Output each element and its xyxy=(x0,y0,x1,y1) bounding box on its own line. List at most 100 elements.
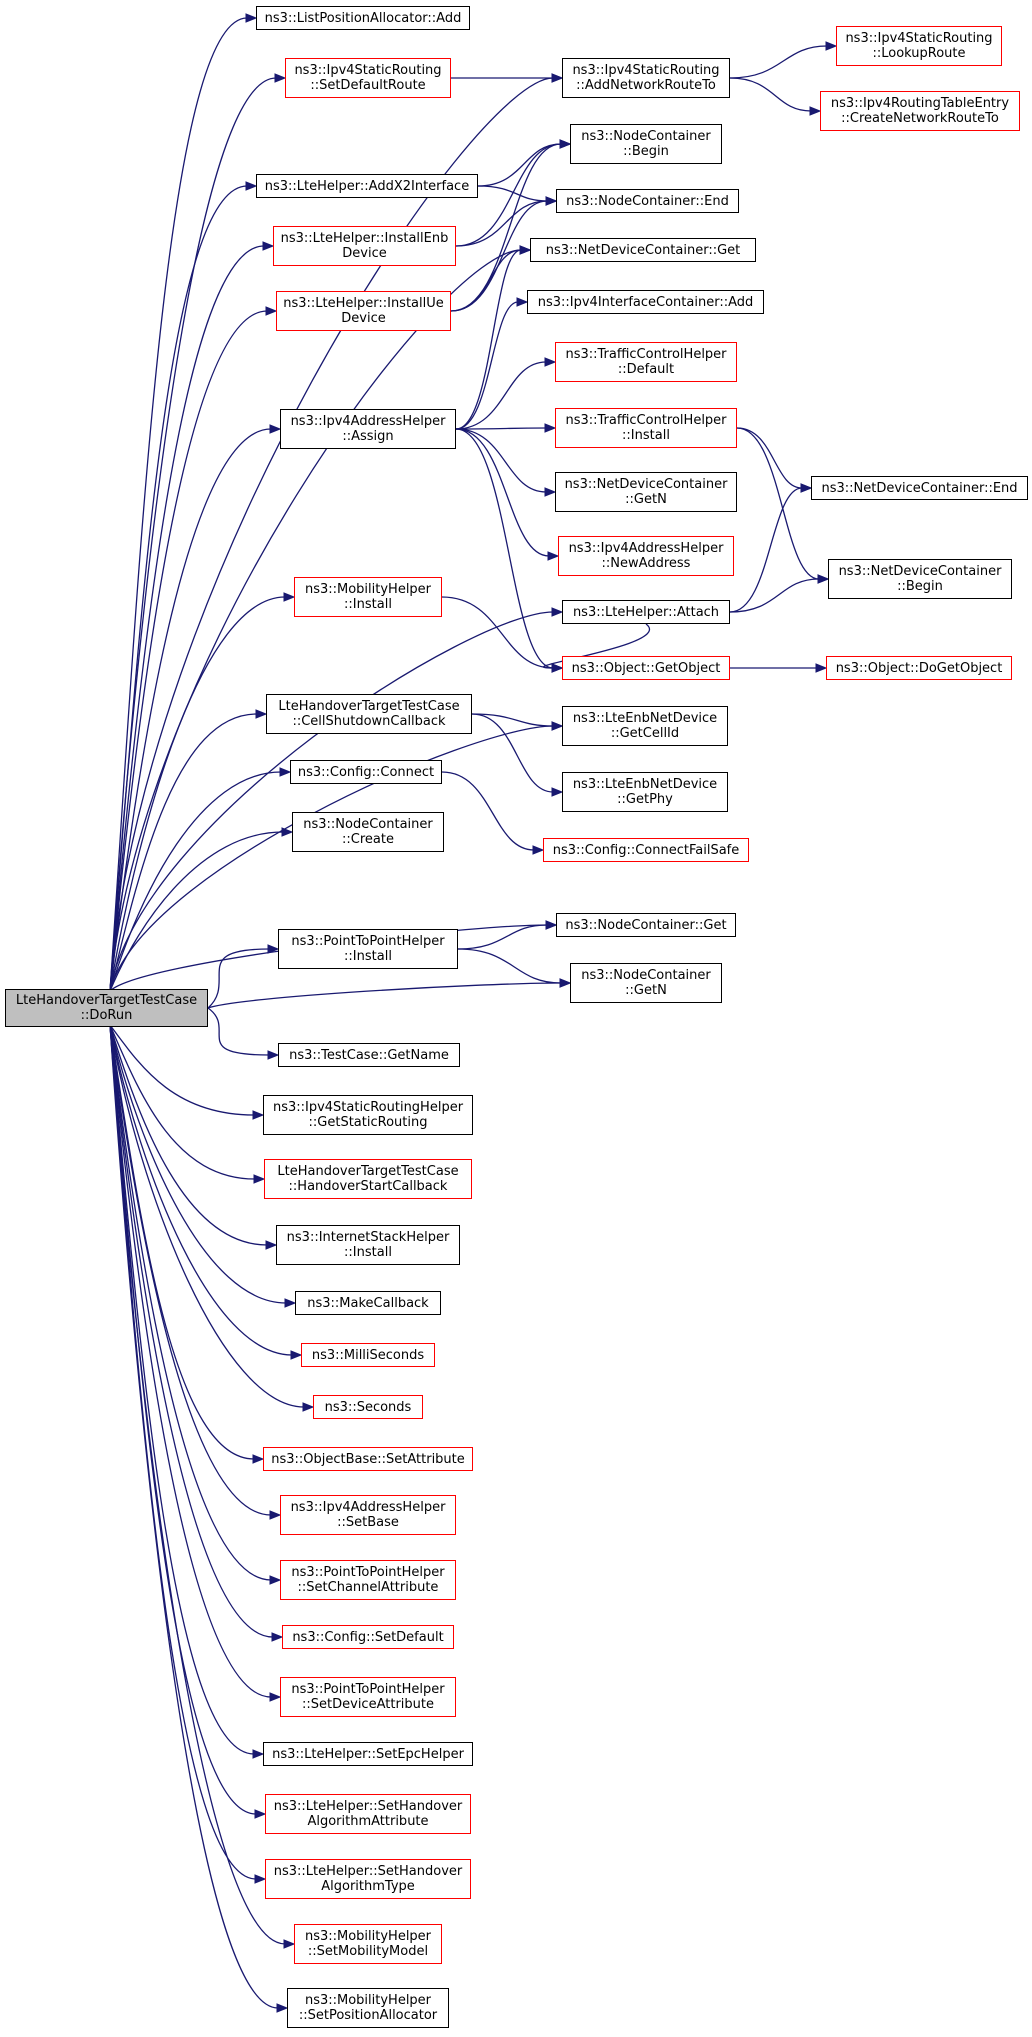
node-label: ns3::MilliSeconds xyxy=(311,1347,425,1363)
edge-root-n07 xyxy=(109,185,248,992)
node-ns3-pointtopointhelper-setchannelattribute[interactable]: ns3::PointToPointHelper::SetChannelAttri… xyxy=(280,1560,456,1600)
node-ns3-objectbase-setattribute[interactable]: ns3::ObjectBase::SetAttribute xyxy=(263,1447,473,1471)
node-ns3-nodecontainer-end[interactable]: ns3::NodeContainer::End xyxy=(556,189,739,213)
node-ns3-ipv4staticrouting-addnetworkrouteto[interactable]: ns3::Ipv4StaticRouting::AddNetworkRouteT… xyxy=(562,58,730,98)
node-label: ns3::NodeContainer xyxy=(581,129,711,144)
node-label: ns3::Ipv4StaticRouting xyxy=(294,63,442,78)
node-label: ::Begin xyxy=(897,579,943,594)
node-ns3-netdevicecontainer-end[interactable]: ns3::NetDeviceContainer::End xyxy=(811,476,1028,500)
node-label: ns3::NodeContainer xyxy=(581,968,711,983)
edge-n20-n22 xyxy=(441,596,554,669)
node-label: ::Default xyxy=(617,362,675,377)
node-ns3-mobilityhelper-setpositionallocator[interactable]: ns3::MobilityHelper::SetPositionAllocato… xyxy=(287,1988,449,2028)
edge-root-n39 xyxy=(109,1024,305,1408)
edge-root-n26 xyxy=(109,771,282,992)
node-label: ::GetPhy xyxy=(617,792,673,807)
node-label: ns3::NetDeviceContainer xyxy=(838,564,1002,579)
node-ns3-testcase-getname[interactable]: ns3::TestCase::GetName xyxy=(278,1043,460,1067)
edge-n09-n06 xyxy=(455,143,562,247)
edge-root-n31 xyxy=(207,948,270,1009)
edge-n24-n25 xyxy=(471,713,554,727)
node-ns3-netdevicecontainer-begin[interactable]: ns3::NetDeviceContainer::Begin xyxy=(828,559,1012,599)
node-label: ns3::NodeContainer::End xyxy=(566,193,729,209)
edge-arrowhead xyxy=(551,721,564,731)
edge-arrowhead xyxy=(274,73,287,83)
node-label: ::HandoverStartCallback xyxy=(288,1179,448,1194)
node-ns3-ipv4staticrouting-setdefaultroute[interactable]: ns3::Ipv4StaticRouting::SetDefaultRoute xyxy=(285,58,451,98)
node-ns3-makecallback[interactable]: ns3::MakeCallback xyxy=(295,1291,441,1315)
edge-arrowhead xyxy=(559,978,572,988)
edge-arrowhead xyxy=(545,920,558,930)
node-ns3-nodecontainer-begin[interactable]: ns3::NodeContainer::Begin xyxy=(570,124,722,164)
node-label: ns3::NetDeviceContainer::Get xyxy=(545,242,741,258)
edge-arrowhead xyxy=(817,574,830,584)
node-ns3-seconds[interactable]: ns3::Seconds xyxy=(313,1395,423,1419)
node-ns3-internetstackhelper-install[interactable]: ns3::InternetStackHelper::Install xyxy=(276,1225,460,1265)
node-ns3-mobilityhelper-setmobilitymodel[interactable]: ns3::MobilityHelper::SetMobilityModel xyxy=(294,1924,442,1964)
node-ns3-object-getobject[interactable]: ns3::Object::GetObject xyxy=(562,656,730,680)
edge-arrowhead xyxy=(276,2003,289,2013)
node-ns3-ipv4staticrouting-lookuproute[interactable]: ns3::Ipv4StaticRouting::LookupRoute xyxy=(836,26,1002,66)
edge-root-n41 xyxy=(109,1024,272,1516)
node-label: ::CreateNetworkRouteTo xyxy=(841,111,999,126)
edge-root-n21 xyxy=(109,611,554,992)
node-ltehandovertargettestcase-handoverstartcallback[interactable]: LteHandoverTargetTestCase::HandoverStart… xyxy=(264,1159,472,1199)
node-ns3-pointtopointhelper-setdeviceattribute[interactable]: ns3::PointToPointHelper::SetDeviceAttrib… xyxy=(280,1677,456,1717)
node-ns3-ipv4interfacecontainer-add[interactable]: ns3::Ipv4InterfaceContainer::Add xyxy=(527,290,764,314)
node-ns3-nodecontainer-create[interactable]: ns3::NodeContainer::Create xyxy=(292,812,444,852)
node-ns3-ipv4addresshelper-assign[interactable]: ns3::Ipv4AddressHelper::Assign xyxy=(280,409,456,449)
node-ns3-ltehelper-attach[interactable]: ns3::LteHelper::Attach xyxy=(562,600,730,624)
edge-arrowhead xyxy=(245,181,258,191)
edge-arrowhead xyxy=(269,424,282,434)
node-ns3-config-connect[interactable]: ns3::Config::Connect xyxy=(290,760,442,784)
node-ns3-ltehelper-addx2interface[interactable]: ns3::LteHelper::AddX2Interface xyxy=(256,174,478,198)
edge-n21-n17 xyxy=(729,487,803,613)
node-ns3-netdevicecontainer-get[interactable]: ns3::NetDeviceContainer::Get xyxy=(530,238,756,262)
node-label: ns3::ObjectBase::SetAttribute xyxy=(271,1451,465,1467)
node-ns3-object-dogetobject[interactable]: ns3::Object::DoGetObject xyxy=(826,656,1012,680)
edge-arrowhead xyxy=(252,1110,265,1120)
node-ns3-ipv4addresshelper-setbase[interactable]: ns3::Ipv4AddressHelper::SetBase xyxy=(280,1495,456,1535)
edge-root-n14 xyxy=(109,428,272,992)
edge-n14-n18 xyxy=(455,428,550,557)
node-label: ns3::MakeCallback xyxy=(307,1295,429,1311)
node-ns3-lteenbnetdevice-getcellid[interactable]: ns3::LteEnbNetDevice::GetCellId xyxy=(562,706,728,746)
node-ns3-config-setdefault[interactable]: ns3::Config::SetDefault xyxy=(282,1625,454,1649)
node-label: ns3::Config::ConnectFailSafe xyxy=(552,842,740,858)
node-ns3-mobilityhelper-install[interactable]: ns3::MobilityHelper::Install xyxy=(294,577,442,617)
node-ns3-trafficcontrolhelper-default[interactable]: ns3::TrafficControlHelper::Default xyxy=(555,342,737,382)
node-ns3-lteenbnetdevice-getphy[interactable]: ns3::LteEnbNetDevice::GetPhy xyxy=(562,772,728,812)
edge-root-n03 xyxy=(109,77,554,992)
node-ns3-ipv4addresshelper-newaddress[interactable]: ns3::Ipv4AddressHelper::NewAddress xyxy=(558,536,734,576)
edge-arrowhead xyxy=(283,1939,296,1949)
node-ns3-ltehelper-setepchelper[interactable]: ns3::LteHelper::SetEpcHelper xyxy=(263,1742,473,1766)
node-ns3-pointtopointhelper-install[interactable]: ns3::PointToPointHelper::Install xyxy=(278,929,458,969)
node-label: ns3::TrafficControlHelper xyxy=(565,413,727,428)
edge-n11-n10 xyxy=(450,249,522,312)
node-ns3-netdevicecontainer-getn[interactable]: ns3::NetDeviceContainer::GetN xyxy=(555,472,737,512)
node-ns3-nodecontainer-get[interactable]: ns3::NodeContainer::Get xyxy=(556,913,736,937)
edge-n26-n29 xyxy=(441,771,535,851)
node-label: ns3::LteHelper::SetHandover xyxy=(273,1799,463,1814)
node-ns3-milliseconds[interactable]: ns3::MilliSeconds xyxy=(301,1343,435,1367)
edge-arrowhead xyxy=(255,709,268,719)
edge-root-n49 xyxy=(109,1024,279,2009)
edge-root-n20 xyxy=(109,596,286,992)
node-ltehandovertargettestcase-cellshutdowncallback[interactable]: LteHandoverTargetTestCase::CellShutdownC… xyxy=(266,694,472,734)
node-ns3-ipv4routingtableentry-createnetworkrouteto[interactable]: ns3::Ipv4RoutingTableEntry::CreateNetwor… xyxy=(820,91,1020,131)
edge-arrowhead xyxy=(245,13,258,23)
node-label: ::AddNetworkRouteTo xyxy=(576,78,716,93)
node-ns3-trafficcontrolhelper-install[interactable]: ns3::TrafficControlHelper::Install xyxy=(555,408,737,448)
node-ns3-nodecontainer-getn[interactable]: ns3::NodeContainer::GetN xyxy=(570,963,722,1003)
edge-n21-n19 xyxy=(729,578,820,613)
node-ns3-listpositionallocator-add[interactable]: ns3::ListPositionAllocator::Add xyxy=(256,6,470,30)
edge-n24-n27 xyxy=(471,713,554,793)
node-ns3-ipv4staticroutinghelper-getstaticrouting[interactable]: ns3::Ipv4StaticRoutingHelper::GetStaticR… xyxy=(263,1095,473,1135)
node-ns3-config-connectfailsafe[interactable]: ns3::Config::ConnectFailSafe xyxy=(543,838,749,862)
edge-arrowhead xyxy=(283,592,296,602)
node-label: AlgorithmType xyxy=(321,1879,415,1894)
